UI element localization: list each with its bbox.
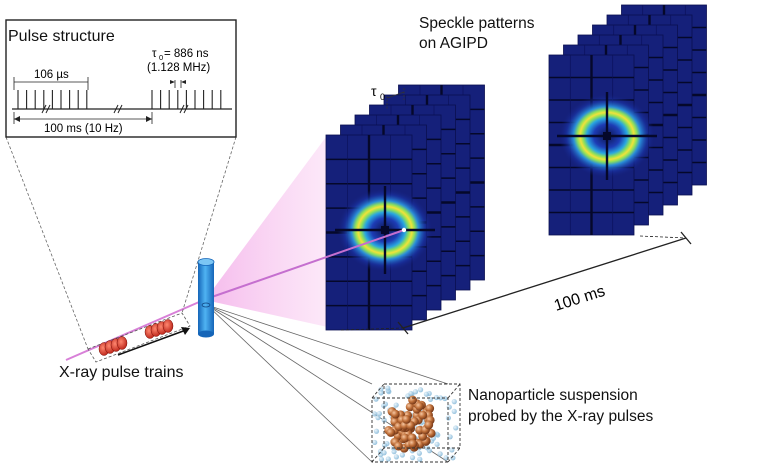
incident-beam xyxy=(65,298,207,361)
solvent-molecule xyxy=(376,411,382,417)
solvent-molecule xyxy=(437,395,444,401)
transmitted-beam xyxy=(205,229,405,300)
beam-stop-spot xyxy=(401,227,407,233)
pulse-train-bunches xyxy=(87,312,191,363)
solvent-molecule xyxy=(381,417,387,423)
period-label: 100 ms (10 Hz) xyxy=(44,123,123,135)
nanoparticle-sample-cube xyxy=(371,383,461,463)
nanoparticle xyxy=(418,410,428,420)
solvent-molecule xyxy=(385,456,391,462)
solvent-molecule xyxy=(417,387,424,393)
tau0-pulse-subscript: 0 xyxy=(159,53,163,62)
tau0-pulse-symbol: τ xyxy=(152,48,157,60)
nanoparticle xyxy=(408,395,417,405)
solvent-molecule xyxy=(412,389,419,395)
solvent-molecule xyxy=(381,442,388,448)
solvent-molecule xyxy=(373,396,379,402)
speckle-patterns-label: Speckle patterns on AGIPD xyxy=(419,15,535,52)
solvent-molecule xyxy=(416,450,422,456)
pulse-ticks xyxy=(17,90,222,109)
scattering-cone xyxy=(205,137,341,330)
tau0-value: = 886 ns xyxy=(164,48,209,60)
zoom-lines-sample xyxy=(206,304,449,463)
nanoparticle xyxy=(415,401,424,411)
sample-capillary xyxy=(197,258,215,338)
solvent-molecule xyxy=(378,390,384,396)
solvent-molecule xyxy=(409,455,416,461)
pulse-structure-panel: 106 µs 100 ms (10 Hz) τ 0 = 886 ns (1.12… xyxy=(5,19,237,138)
electron-bunch xyxy=(162,319,174,333)
nanoparticle xyxy=(425,404,435,413)
rep-rate-label: (1.128 MHz) xyxy=(147,62,210,74)
xray-pulse-trains-label: X-ray pulse trains xyxy=(59,364,184,381)
nanoparticle xyxy=(400,433,410,443)
tau0-symbol: τ xyxy=(371,83,377,99)
detector-frames-later-train xyxy=(548,4,707,236)
nanoparticle-suspension-label: Nanoparticle suspension probed by the X-… xyxy=(468,387,654,425)
solvent-molecule xyxy=(391,449,397,455)
solvent-molecule xyxy=(371,411,378,417)
solvent-molecule xyxy=(378,456,385,462)
nanoparticle xyxy=(394,441,403,451)
solvent-molecule xyxy=(450,455,456,461)
solvent-molecule xyxy=(381,450,387,456)
solvent-molecule xyxy=(399,452,405,458)
solvent-molecule xyxy=(447,434,453,440)
solvent-molecule xyxy=(434,441,440,447)
solvent-molecule xyxy=(393,402,399,408)
solvent-molecule xyxy=(423,391,430,397)
train-length-label: 106 µs xyxy=(34,69,69,81)
zoom-lines-pulse xyxy=(5,136,237,350)
solvent-molecule xyxy=(385,385,391,391)
solvent-molecule xyxy=(417,456,423,462)
nanoparticle xyxy=(408,439,418,449)
solvent-molecule xyxy=(451,399,457,405)
interval-label: 100 ms xyxy=(552,283,607,315)
tau0-marker: τ 0 xyxy=(371,83,405,110)
beam-hole xyxy=(381,226,389,234)
tau0-subscript: 0 xyxy=(380,92,385,102)
solvent-molecule xyxy=(443,455,449,461)
solvent-molecule xyxy=(449,447,455,453)
detector-frames-first-train xyxy=(325,84,485,331)
nanoparticle xyxy=(390,409,400,419)
beam-direction-arrow xyxy=(181,327,190,335)
electron-bunch xyxy=(116,336,128,350)
beam-hole xyxy=(603,132,611,140)
pulse-structure-title: Pulse structure xyxy=(8,28,115,45)
solvent-molecule xyxy=(442,395,448,402)
solvent-molecule xyxy=(372,439,378,446)
nanoparticle xyxy=(405,402,415,412)
solvent-molecule xyxy=(393,454,400,460)
break-marks xyxy=(41,104,189,114)
nanoparticle xyxy=(386,428,396,437)
solvent-molecule xyxy=(451,408,457,414)
solvent-molecule xyxy=(433,394,440,401)
solvent-molecule xyxy=(375,415,381,421)
nanoparticle xyxy=(424,420,434,430)
solvent-molecule xyxy=(437,451,443,457)
solvent-molecule xyxy=(446,404,452,410)
solvent-molecule xyxy=(408,390,414,397)
solvent-molecule xyxy=(453,425,459,431)
nanoparticle xyxy=(402,415,411,424)
solvent-molecule xyxy=(373,428,380,434)
